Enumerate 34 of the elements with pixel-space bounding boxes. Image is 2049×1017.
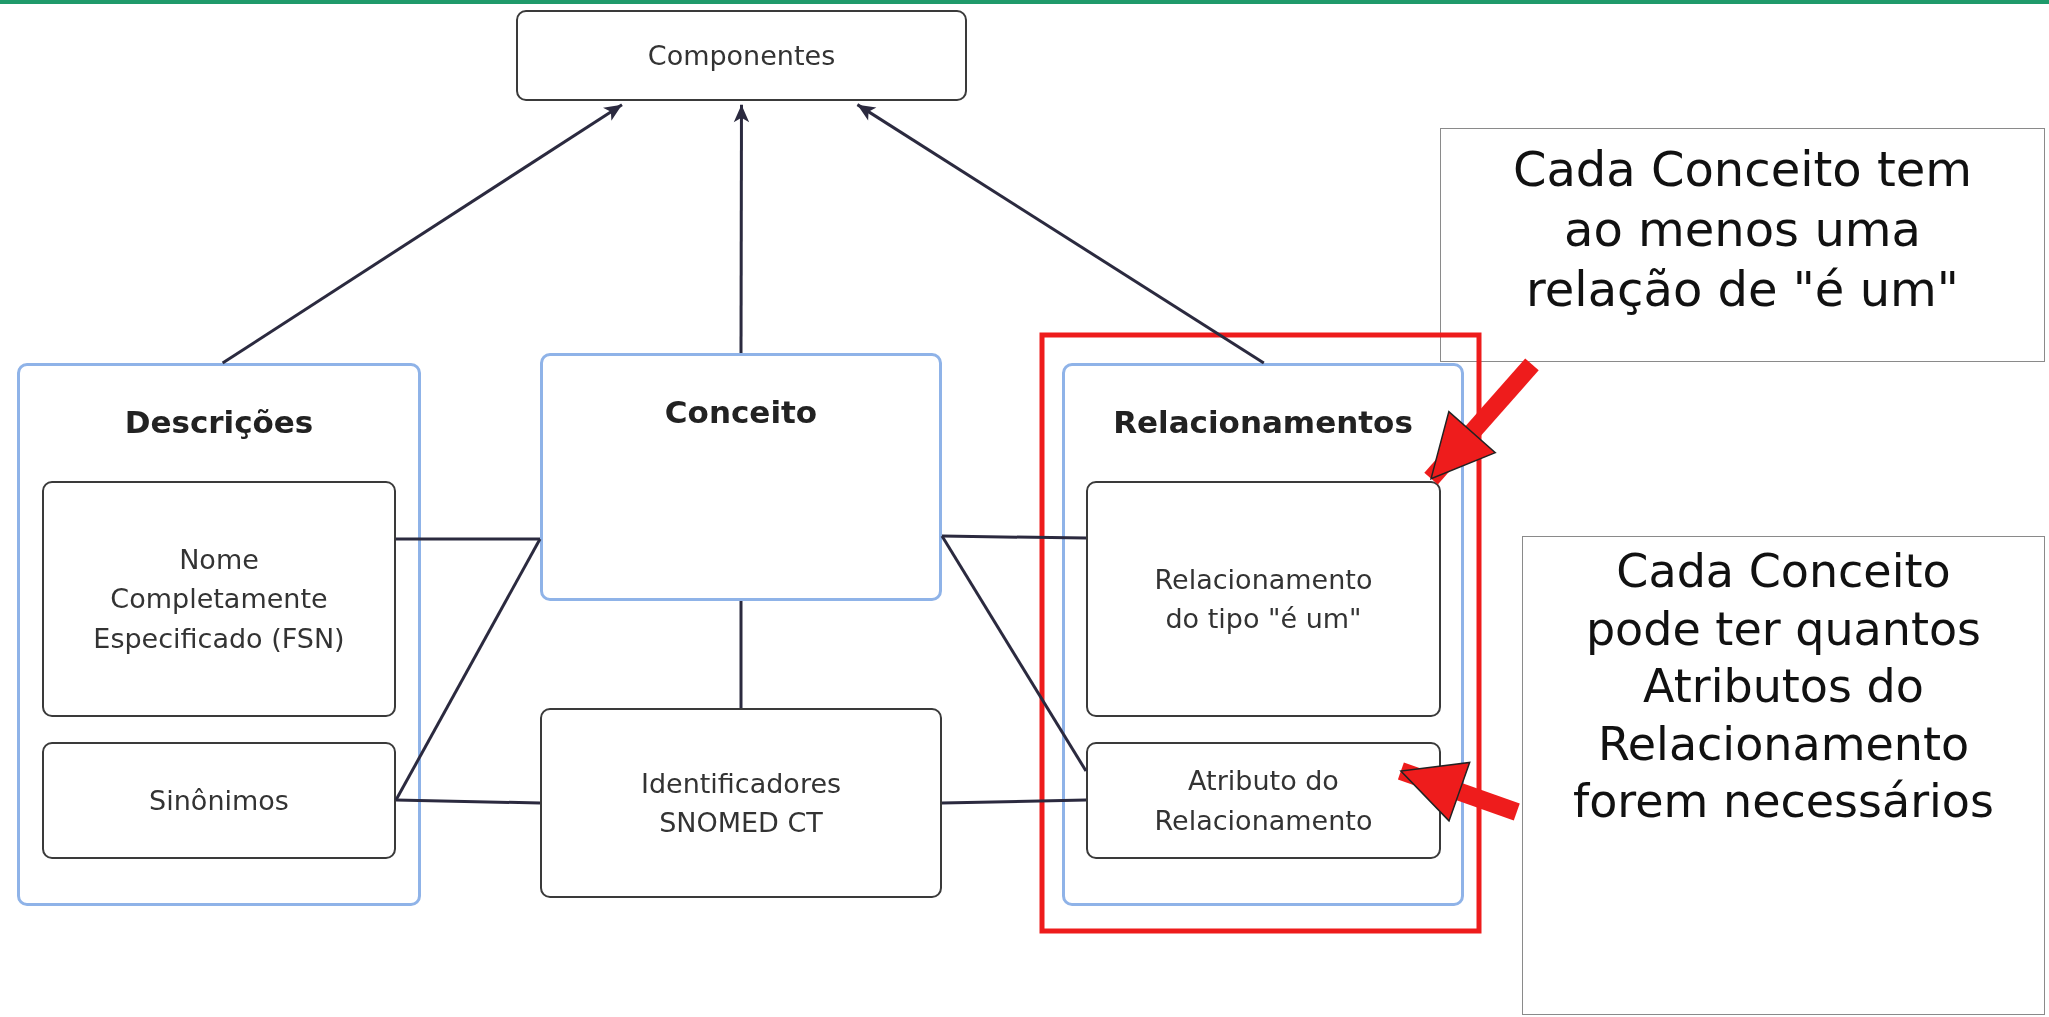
callout-arrow xyxy=(1397,761,1520,822)
box-label: Componentes xyxy=(646,38,837,73)
component-box xyxy=(42,481,396,717)
heading: Relacionamentos xyxy=(1112,404,1414,440)
heading: Descrições xyxy=(123,404,315,440)
group-box xyxy=(17,363,421,906)
callout-box xyxy=(1522,536,2045,1015)
connector-line xyxy=(940,535,1088,772)
arrow xyxy=(221,103,623,365)
heading: Conceito xyxy=(663,394,819,430)
connector-line xyxy=(396,537,540,541)
component-box xyxy=(42,742,396,859)
box-label: Nome Completamente Especificado (FSN) xyxy=(92,543,346,656)
callout-text: Cada Conceito tem ao menos uma relação de "é um" xyxy=(1511,140,1974,319)
concept-box xyxy=(540,353,942,601)
connector-line xyxy=(941,798,1087,805)
connector-line xyxy=(394,538,542,801)
arrow xyxy=(856,103,1265,365)
box-label: Atributo do Relacionamento xyxy=(1153,764,1374,838)
arrow xyxy=(733,104,750,353)
box-label: Identificadores SNOMED CT xyxy=(639,766,843,840)
component-box xyxy=(516,10,967,101)
component-box xyxy=(1086,481,1441,717)
box-label: Sinônimos xyxy=(148,783,290,818)
group-box xyxy=(1062,363,1464,906)
callout-box xyxy=(1440,128,2045,362)
connector-line xyxy=(395,798,541,805)
component-box xyxy=(1086,742,1441,859)
callout-arrow xyxy=(1424,358,1539,485)
box-label: Relacionamento do tipo "é um" xyxy=(1153,562,1374,636)
connector-line xyxy=(941,534,1087,540)
connector-line xyxy=(739,601,743,708)
callout-text: Cada Conceito pode ter quantos Atributos do Relacionamento forem necessários xyxy=(1572,543,1995,830)
component-box xyxy=(540,708,942,898)
